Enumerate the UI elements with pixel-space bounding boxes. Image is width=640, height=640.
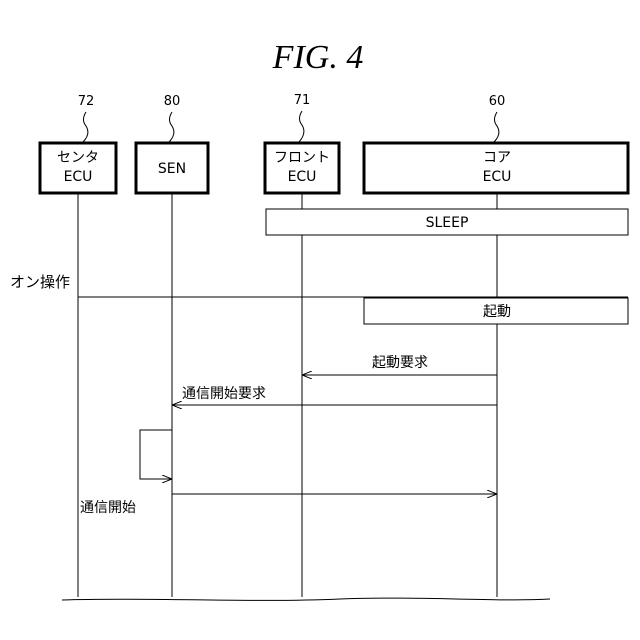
ref-leader-sen <box>169 112 174 142</box>
on-operation-message: オン操作 <box>10 273 628 297</box>
startup-state-label: 起動 <box>483 304 511 320</box>
comm-start-request-label: 通信開始要求 <box>182 386 266 402</box>
ref-number-front-ecu: 71 <box>294 93 311 108</box>
lifeline-headers: センタ ECU SEN フロント ECU コア ECU <box>40 143 628 193</box>
on-operation-label: オン操作 <box>10 273 70 291</box>
comm-start-request-message: 通信開始要求 <box>173 386 497 405</box>
timeline-break-line <box>62 598 550 600</box>
ref-leader-front-ecu <box>299 111 304 142</box>
startup-request-label: 起動要求 <box>372 355 428 371</box>
ref-number-sen: 80 <box>164 94 181 109</box>
sen-box: SEN <box>136 143 208 193</box>
core-ecu-label-line1: コア <box>483 150 511 166</box>
ref-number-center-ecu: 72 <box>78 94 95 109</box>
front-ecu-label-line2: ECU <box>288 169 317 185</box>
ref-number-core-ecu: 60 <box>489 94 506 109</box>
startup-request-message: 起動要求 <box>303 355 497 375</box>
core-ecu-box: コア ECU <box>364 143 628 193</box>
center-ecu-box: センタ ECU <box>40 143 116 193</box>
ref-leader-center-ecu <box>83 112 88 142</box>
center-ecu-label-line1: センタ <box>57 150 99 166</box>
front-ecu-label-line1: フロント <box>274 150 330 166</box>
ref-leader-core-ecu <box>494 112 499 142</box>
sleep-state-box: SLEEP <box>266 209 628 235</box>
sen-self-process-arrow <box>140 430 172 479</box>
core-ecu-label-line2: ECU <box>483 169 512 185</box>
ref-markers: 72 80 71 60 <box>78 93 506 142</box>
comm-start-label: 通信開始 <box>80 500 136 516</box>
sleep-state-label: SLEEP <box>426 215 469 231</box>
lifelines <box>78 193 497 597</box>
comm-start-message: 通信開始 <box>80 494 496 516</box>
center-ecu-label-line2: ECU <box>64 169 93 185</box>
startup-state-box: 起動 <box>364 298 628 324</box>
sen-label: SEN <box>158 161 186 177</box>
figure-title: FIG. 4 <box>272 39 364 76</box>
front-ecu-box: フロント ECU <box>265 143 339 193</box>
